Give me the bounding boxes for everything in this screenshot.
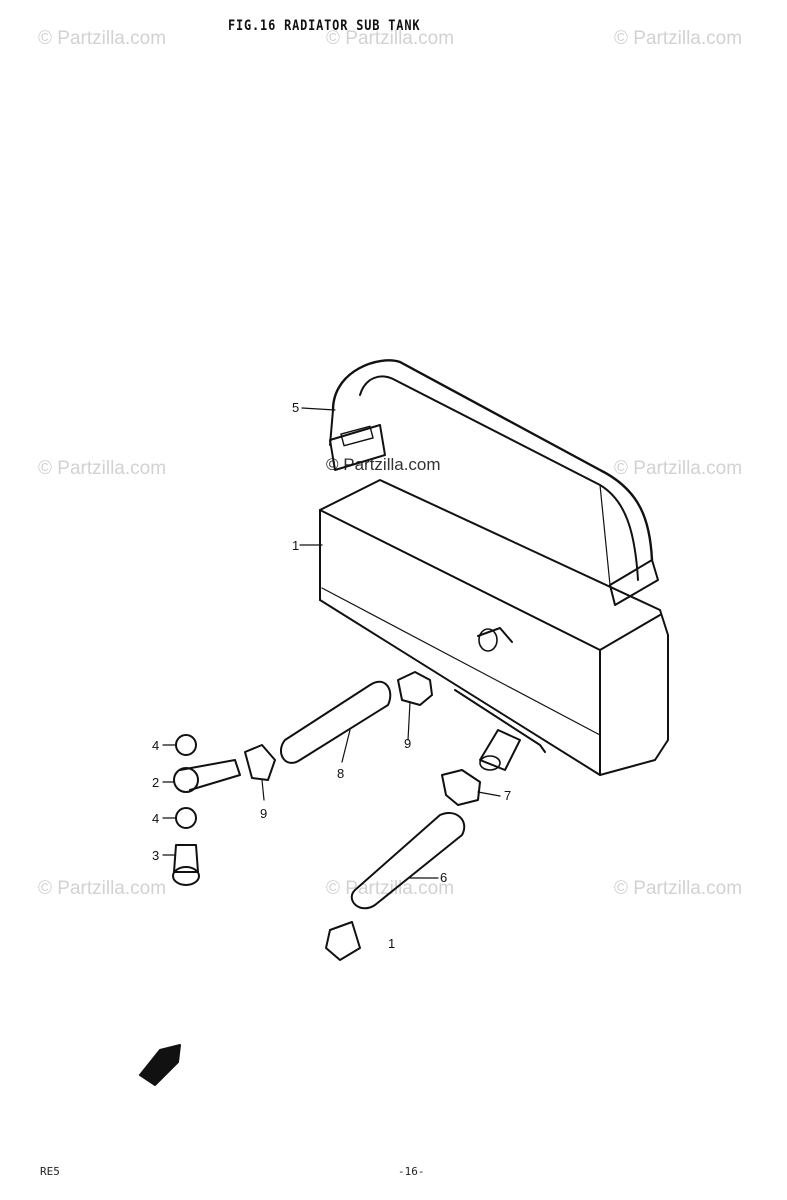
watermark: © Partzilla.com [614,878,743,899]
model-code: RE5 [40,1165,60,1178]
callout-5: 5 [292,400,299,415]
watermark: © Partzilla.com [326,28,455,49]
callout-4: 4 [152,738,159,753]
callout-8: 8 [337,766,344,781]
clamp-7 [441,769,481,806]
callout-7: 7 [504,788,511,803]
page-number: -16- [398,1165,425,1178]
callout-3: 3 [152,848,159,863]
pipe-2 [179,759,241,791]
watermark: © Partzilla.com [38,878,167,899]
callout-1: 1 [292,538,299,553]
callout-1: 1 [388,936,395,951]
callout-9: 9 [260,806,267,821]
callout-4: 4 [152,811,159,826]
ring-4 [175,734,197,756]
clamp-9 [397,671,433,706]
clip-1 [325,921,361,961]
watermark: © Partzilla.com [326,878,455,899]
front-arrow-icon [139,1044,181,1086]
watermark: © Partzilla.com [614,458,743,479]
watermark: © Partzilla.com [38,458,167,479]
callout-9: 9 [404,736,411,751]
ring-4 [175,807,197,829]
watermark: © Partzilla.com [614,28,743,49]
hose-6 [350,812,466,910]
figure-title: FIG.16 RADIATOR SUB TANK [228,18,421,34]
holder-band [329,359,659,606]
sub-tank [319,479,669,776]
watermark: © Partzilla.com [326,455,441,474]
clamp-9 [244,744,276,781]
hose-8 [280,680,392,764]
callout-6: 6 [440,870,447,885]
callout-2: 2 [152,775,159,790]
watermark: © Partzilla.com [38,28,167,49]
